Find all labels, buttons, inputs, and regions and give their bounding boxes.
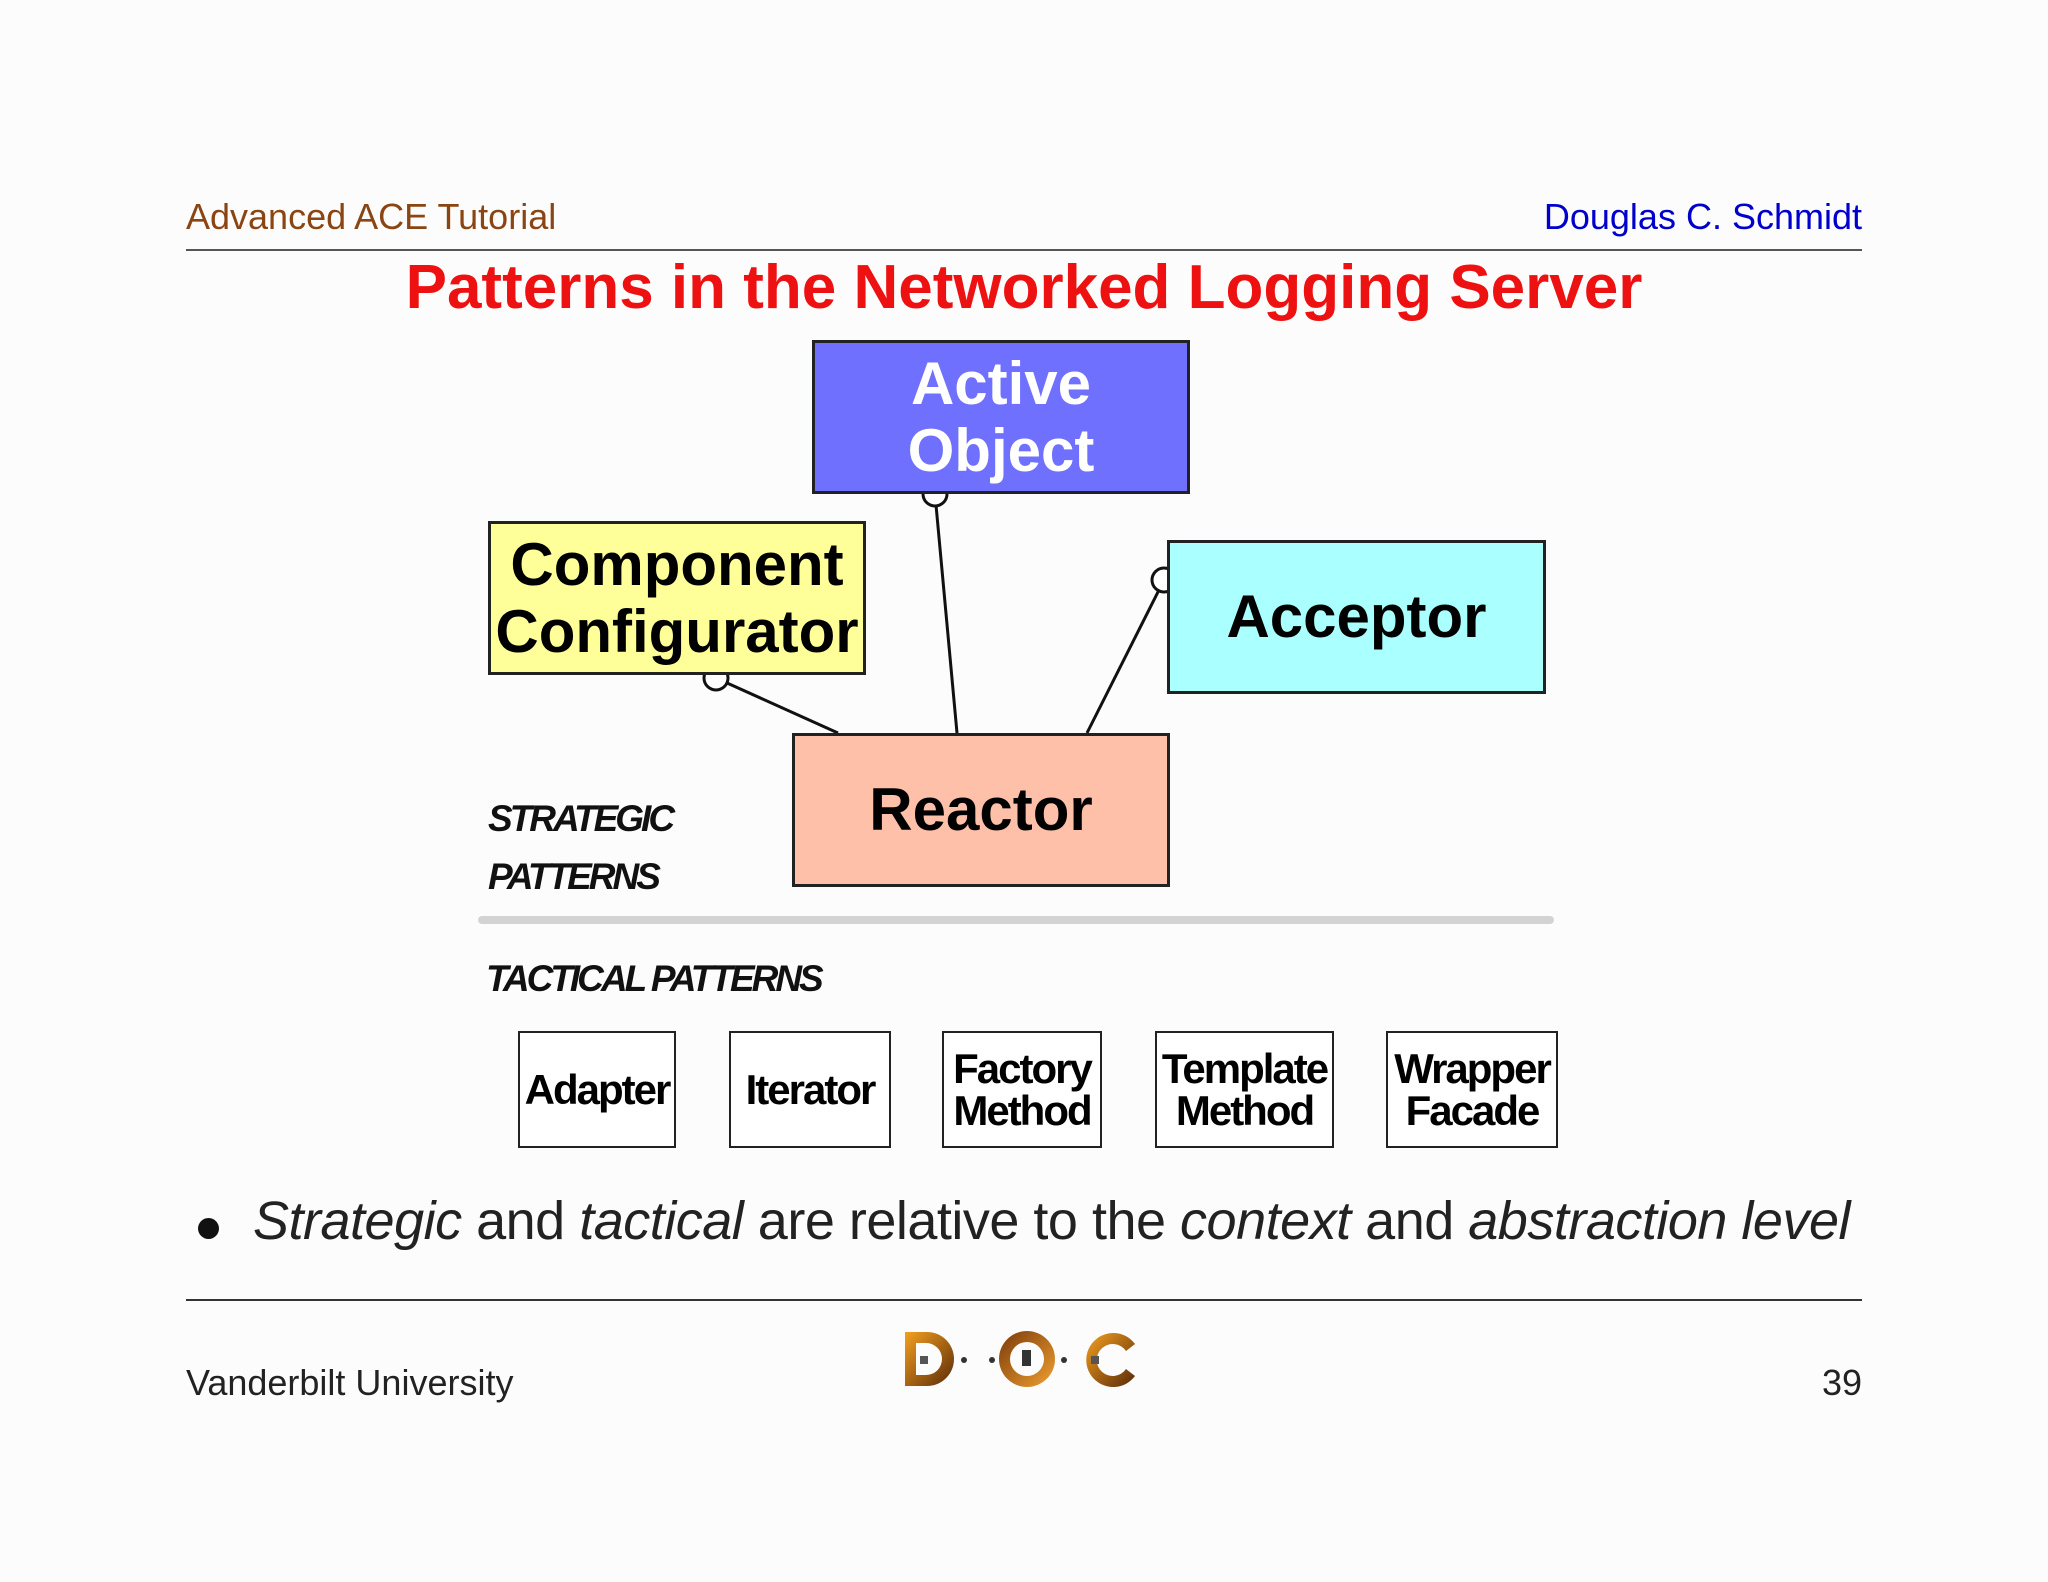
component-configurator-box: Component Configurator [488, 521, 866, 675]
link-acceptor-reactor [1085, 579, 1166, 734]
iterator-box: Iterator [729, 1031, 891, 1148]
header-course-title: Advanced ACE Tutorial [186, 196, 557, 237]
footer-institution: Vanderbilt University [186, 1362, 514, 1403]
factory-method-box: Factory Method [942, 1031, 1102, 1148]
bullet-part-strategic: Strategic [253, 1191, 462, 1251]
reactor-label: Reactor [869, 776, 1093, 844]
header-rule [186, 249, 1862, 251]
template-method-box: Template Method [1155, 1031, 1334, 1148]
header-author: Douglas C. Schmidt [1543, 196, 1862, 237]
bullet-part-and-1: and [461, 1191, 580, 1251]
tactical-patterns-label: TACTICAL PATTERNS [486, 958, 824, 999]
acceptor-label: Acceptor [1226, 583, 1487, 651]
strategic-patterns-label: STRATEGIC PATTERNS [488, 790, 675, 906]
iterator-label: Iterator [745, 1065, 877, 1113]
bullet-text: Strategic and tactical are relative to t… [253, 1190, 1850, 1252]
bullet-part-tactical: tactical [579, 1191, 744, 1251]
bullet-part-relative: are relative to the [743, 1191, 1181, 1251]
link-active-object-reactor [933, 493, 959, 734]
active-object-label: Active Object [907, 349, 1095, 484]
footer-rule [186, 1299, 1862, 1301]
adapter-box: Adapter [518, 1031, 676, 1148]
bullet-part-and-2: and [1350, 1191, 1469, 1251]
component-configurator-label: Component Configurator [495, 530, 859, 665]
acceptor-box: Acceptor [1167, 540, 1546, 694]
reactor-box: Reactor [792, 733, 1170, 887]
strategic-patterns-text: STRATEGIC PATTERNS [488, 798, 675, 897]
adapter-label: Adapter [524, 1065, 672, 1113]
active-object-box: Active Object [812, 340, 1190, 494]
factory-method-label: Factory Method [953, 1044, 1093, 1134]
wrapper-facade-box: Wrapper Facade [1386, 1031, 1558, 1148]
template-method-label: Template Method [1161, 1044, 1329, 1134]
slide-title: Patterns in the Networked Logging Server [405, 253, 1643, 322]
page-number: 39 [1821, 1362, 1862, 1403]
wrapper-facade-label: Wrapper Facade [1394, 1044, 1552, 1134]
bullet-dot-icon [198, 1218, 219, 1239]
bullet-part-context: context [1180, 1191, 1351, 1251]
link-component-configurator-reactor [715, 676, 839, 735]
doc-group-logo-icon [905, 1331, 1135, 1387]
bullet-part-abstraction: abstraction level [1468, 1191, 1850, 1251]
strategic-tactical-divider [478, 916, 1554, 924]
